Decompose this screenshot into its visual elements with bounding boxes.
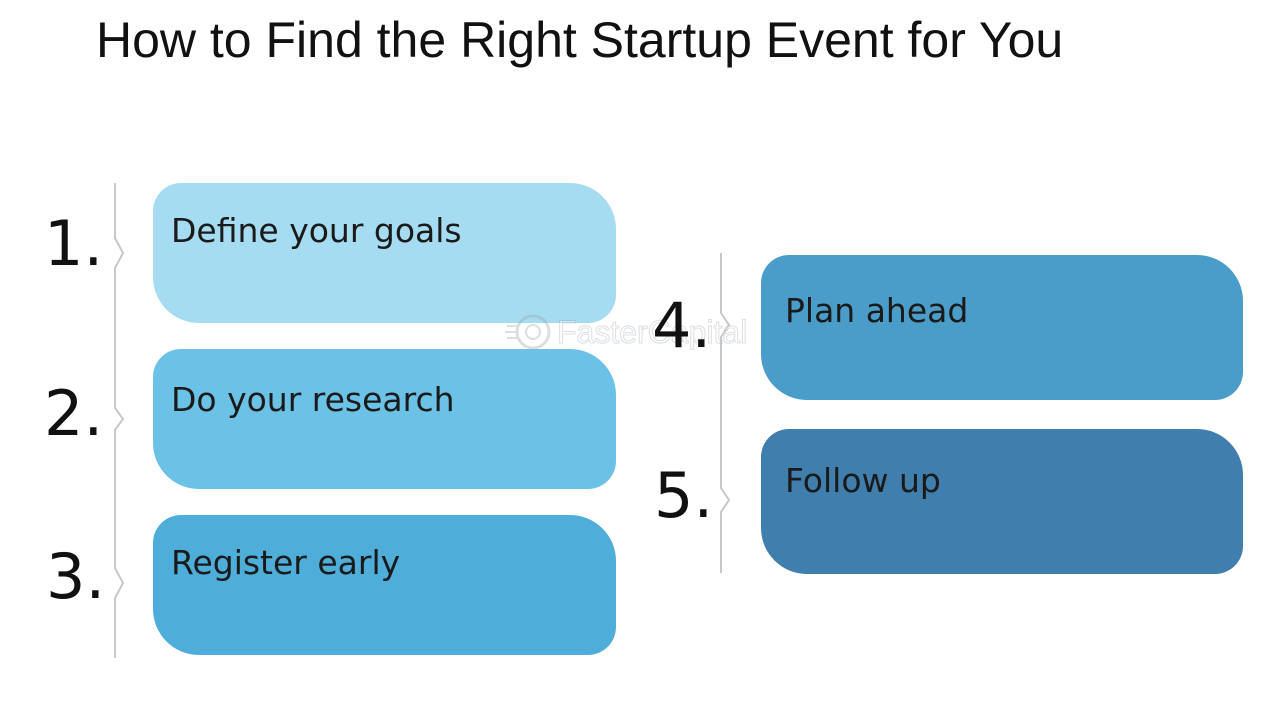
step-label-5: Follow up: [785, 461, 941, 500]
left-bracket: [114, 183, 125, 658]
step-box-3: Register early: [153, 515, 616, 655]
step-label-3: Register early: [171, 543, 401, 582]
step-label-1: Define your goals: [171, 211, 462, 250]
step-label-4: Plan ahead: [785, 291, 969, 330]
step-box-2: Do your research: [153, 349, 616, 489]
step-number-2: 2.: [44, 377, 104, 450]
step-number-3: 3.: [46, 540, 106, 613]
step-box-1: Define your goals: [153, 183, 616, 323]
gear-icon: [505, 314, 551, 350]
step-box-4: Plan ahead: [761, 255, 1243, 400]
page-title: How to Find the Right Startup Event for …: [96, 12, 1064, 68]
step-number-1: 1.: [44, 207, 104, 280]
watermark-text: FasterCapital: [556, 314, 748, 351]
right-bracket: [720, 253, 731, 573]
step-box-5: Follow up: [761, 429, 1243, 574]
watermark-logo: FasterCapital: [505, 308, 780, 356]
step-label-2: Do your research: [171, 380, 455, 419]
step-number-4: 4.: [652, 289, 712, 362]
step-number-5: 5.: [654, 459, 714, 532]
